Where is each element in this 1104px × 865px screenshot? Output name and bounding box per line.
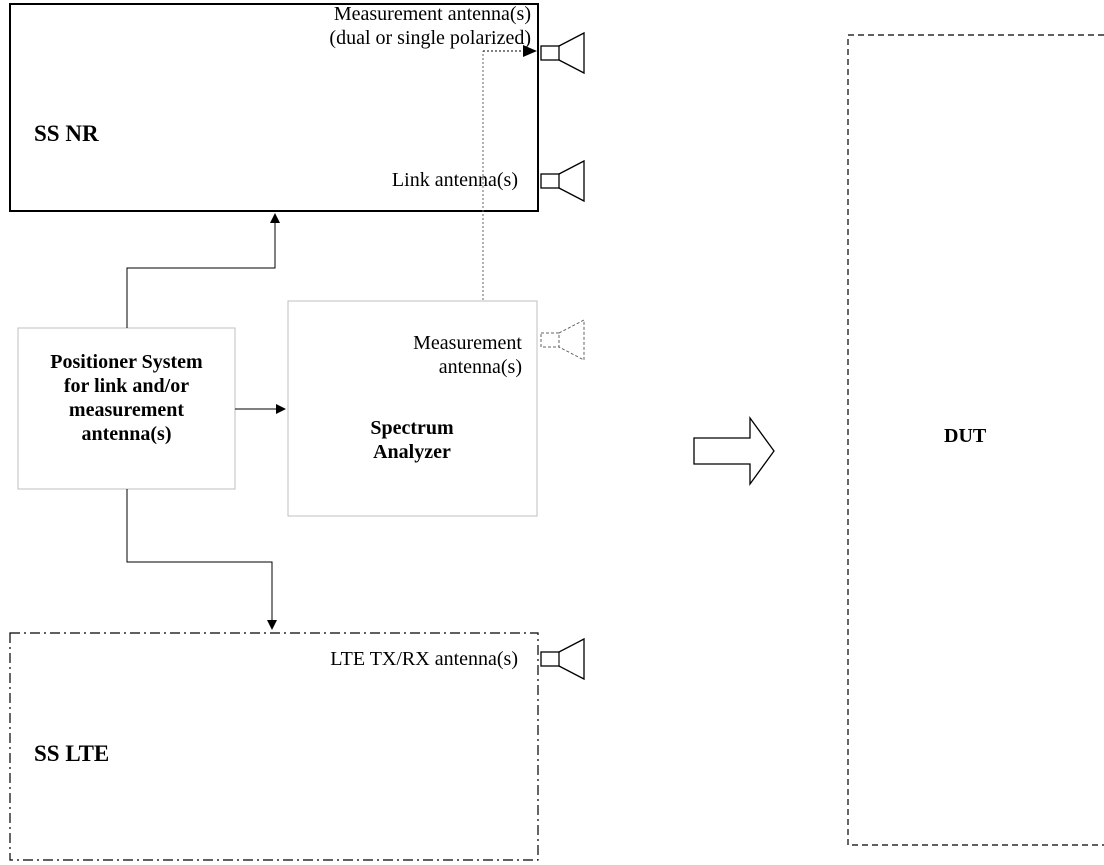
positioner-title: Positioner System for link and/or measur… — [18, 350, 235, 446]
analyzer-title-line1: Spectrum — [370, 417, 454, 439]
ss-lte-antenna-icon — [540, 637, 585, 681]
positioner-line3: measurement — [68, 399, 185, 421]
dut-title: DUT — [944, 425, 987, 447]
positioner-to-ss-lte-arrow — [126, 489, 277, 630]
ss-nr-meas-line1: Measurement antenna(s) — [333, 3, 531, 25]
positioner-to-ss-nr-arrow — [126, 213, 280, 328]
measurement-cable — [482, 45, 537, 300]
ss-nr-link-antenna-label: Link antenna(s) — [391, 169, 518, 191]
analyzer-measurement-antenna-label: Measurement antenna(s) — [413, 331, 522, 379]
direction-arrow-icon — [693, 416, 775, 486]
positioner-line2: for link and/or — [63, 375, 190, 397]
ss-lte-antenna-label: LTE TX/RX antenna(s) — [330, 648, 518, 670]
ss-nr-title: SS NR — [34, 121, 99, 146]
analyzer-meas-line2: antenna(s) — [438, 356, 522, 378]
positioner-line4: antenna(s) — [81, 423, 172, 445]
positioner-line1: Positioner System — [50, 351, 203, 373]
analyzer-measurement-antenna-icon — [540, 319, 585, 361]
analyzer-title-line2: Analyzer — [373, 441, 451, 463]
ss-nr-measurement-antenna-label: Measurement antenna(s) (dual or single p… — [329, 2, 531, 50]
ss-nr-meas-line2: (dual or single polarized) — [329, 27, 531, 49]
ss-lte-box — [9, 632, 539, 861]
ss-nr-measurement-antenna-icon — [540, 31, 585, 75]
spectrum-analyzer-box — [287, 300, 538, 517]
ss-nr-box — [9, 3, 539, 212]
analyzer-meas-line1: Measurement — [413, 332, 522, 354]
ss-nr-link-antenna-icon — [540, 159, 585, 203]
spectrum-analyzer-title: Spectrum Analyzer — [342, 416, 482, 464]
ss-lte-title: SS LTE — [34, 741, 110, 766]
dut-box — [847, 34, 1104, 846]
